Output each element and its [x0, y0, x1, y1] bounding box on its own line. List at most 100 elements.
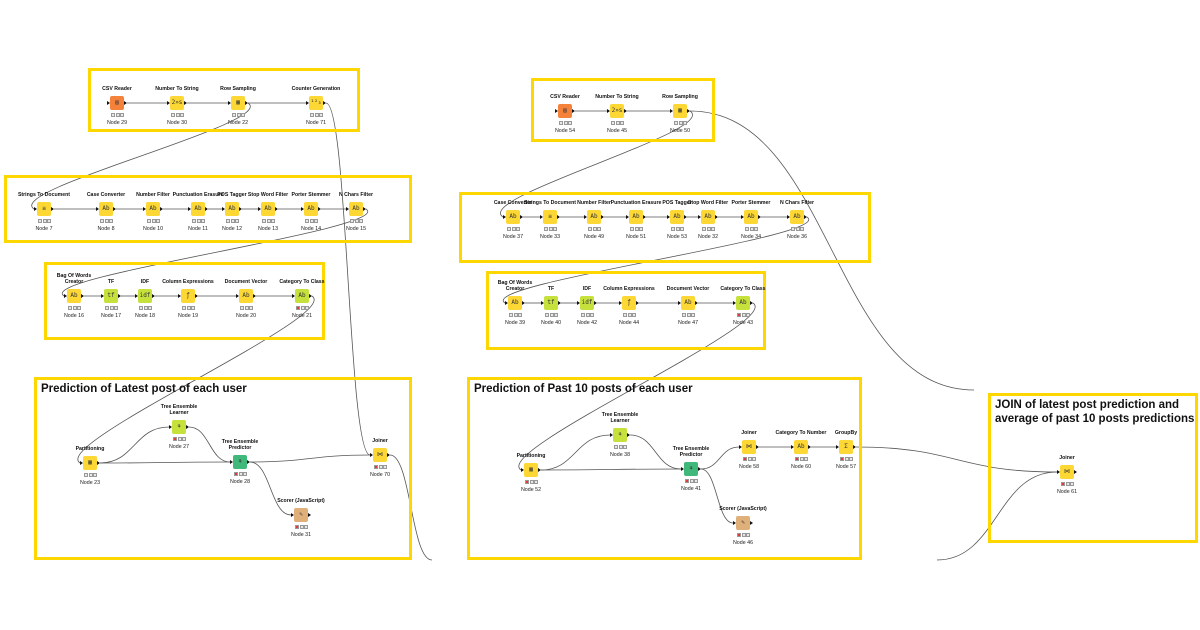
- joiner-icon[interactable]: ⋈: [1060, 465, 1074, 479]
- input-port[interactable]: [681, 467, 684, 471]
- frequency-icon[interactable]: tf: [544, 296, 558, 310]
- vector-icon[interactable]: Ab: [681, 296, 695, 310]
- bag-of-words-icon[interactable]: Ab: [67, 289, 81, 303]
- node-csv-reader[interactable]: CSV Reader▤Node 29: [82, 86, 152, 128]
- output-port[interactable]: [572, 109, 575, 113]
- output-port[interactable]: [758, 215, 761, 219]
- input-port[interactable]: [619, 301, 622, 305]
- input-port[interactable]: [370, 453, 373, 457]
- node-scorer-javascript[interactable]: Scorer (JavaScript)✎Node 31: [266, 498, 336, 540]
- output-port[interactable]: [750, 301, 753, 305]
- node-strings-to-document[interactable]: Strings To Document≡Node 33: [515, 200, 585, 242]
- frequency-icon[interactable]: idf: [138, 289, 152, 303]
- input-port[interactable]: [34, 207, 37, 211]
- expression-icon[interactable]: ƒ: [181, 289, 195, 303]
- node-tree-ensemble-predictor[interactable]: Tree Ensemble Predictor⚘Node 41: [656, 446, 726, 494]
- node-joiner[interactable]: Joiner⋈Node 58: [714, 430, 784, 472]
- partition-icon[interactable]: ▦: [83, 456, 97, 470]
- output-port[interactable]: [184, 101, 187, 105]
- annotation-box[interactable]: [531, 78, 715, 142]
- text-process-icon[interactable]: Ab: [506, 210, 520, 224]
- connection-n28-n70[interactable]: [249, 454, 371, 463]
- input-port[interactable]: [836, 445, 839, 449]
- counter-icon[interactable]: ¹²₃: [309, 96, 323, 110]
- input-port[interactable]: [188, 207, 191, 211]
- vector-icon[interactable]: Ab: [239, 289, 253, 303]
- frequency-icon[interactable]: idf: [580, 296, 594, 310]
- tree-learner-icon[interactable]: ⚘: [613, 428, 627, 442]
- tree-predictor-icon[interactable]: ⚘: [233, 455, 247, 469]
- tree-learner-icon[interactable]: ⚘: [172, 420, 186, 434]
- expression-icon[interactable]: ƒ: [622, 296, 636, 310]
- node-row-sampling[interactable]: Row Sampling▦Node 22: [203, 86, 273, 128]
- joiner-icon[interactable]: ⋈: [742, 440, 756, 454]
- node-tree-ensemble-learner[interactable]: Tree Ensemble Learner⚘Node 38: [585, 412, 655, 460]
- connection-n50-in61far[interactable]: [689, 110, 975, 391]
- input-port[interactable]: [521, 468, 524, 472]
- output-port[interactable]: [558, 301, 561, 305]
- input-port[interactable]: [787, 215, 790, 219]
- output-port[interactable]: [804, 215, 807, 219]
- connection-n15-n16[interactable]: [61, 208, 369, 297]
- text-process-icon[interactable]: Ab: [790, 210, 804, 224]
- input-port[interactable]: [80, 461, 83, 465]
- connection-n27-n28[interactable]: [188, 426, 231, 463]
- output-port[interactable]: [309, 294, 312, 298]
- node-scorer-javascript[interactable]: Scorer (JavaScript)✎Node 46: [708, 506, 778, 548]
- output-port[interactable]: [698, 467, 701, 471]
- node-partitioning[interactable]: Partitioning▦Node 23: [55, 446, 125, 488]
- output-port[interactable]: [113, 207, 116, 211]
- input-port[interactable]: [135, 294, 138, 298]
- output-port[interactable]: [684, 215, 687, 219]
- input-port[interactable]: [292, 294, 295, 298]
- input-port[interactable]: [584, 215, 587, 219]
- output-port[interactable]: [624, 109, 627, 113]
- input-port[interactable]: [698, 215, 701, 219]
- convert-icon[interactable]: 2»s: [170, 96, 184, 110]
- text-process-icon[interactable]: Ab: [629, 210, 643, 224]
- output-port[interactable]: [186, 425, 189, 429]
- output-port[interactable]: [124, 101, 127, 105]
- text-process-icon[interactable]: Ab: [191, 202, 205, 216]
- input-port[interactable]: [555, 109, 558, 113]
- input-port[interactable]: [1057, 470, 1060, 474]
- document-icon[interactable]: ≡: [37, 202, 51, 216]
- output-port[interactable]: [643, 215, 646, 219]
- input-port[interactable]: [291, 513, 294, 517]
- output-port[interactable]: [81, 294, 84, 298]
- input-port[interactable]: [258, 207, 261, 211]
- input-port[interactable]: [230, 460, 233, 464]
- output-port[interactable]: [239, 207, 242, 211]
- connection-n28-n31[interactable]: [249, 461, 292, 516]
- output-port[interactable]: [205, 207, 208, 211]
- connection-n50-n37[interactable]: [500, 110, 693, 218]
- output-port[interactable]: [853, 445, 856, 449]
- input-port[interactable]: [791, 445, 794, 449]
- text-process-icon[interactable]: Ab: [587, 210, 601, 224]
- input-port[interactable]: [107, 101, 110, 105]
- output-port[interactable]: [323, 101, 326, 105]
- bag-of-words-icon[interactable]: Ab: [508, 296, 522, 310]
- input-port[interactable]: [541, 301, 544, 305]
- connection-n52-n38[interactable]: [540, 434, 611, 471]
- connection-n38-n41[interactable]: [629, 434, 682, 470]
- input-port[interactable]: [143, 207, 146, 211]
- output-port[interactable]: [387, 453, 390, 457]
- output-port[interactable]: [363, 207, 366, 211]
